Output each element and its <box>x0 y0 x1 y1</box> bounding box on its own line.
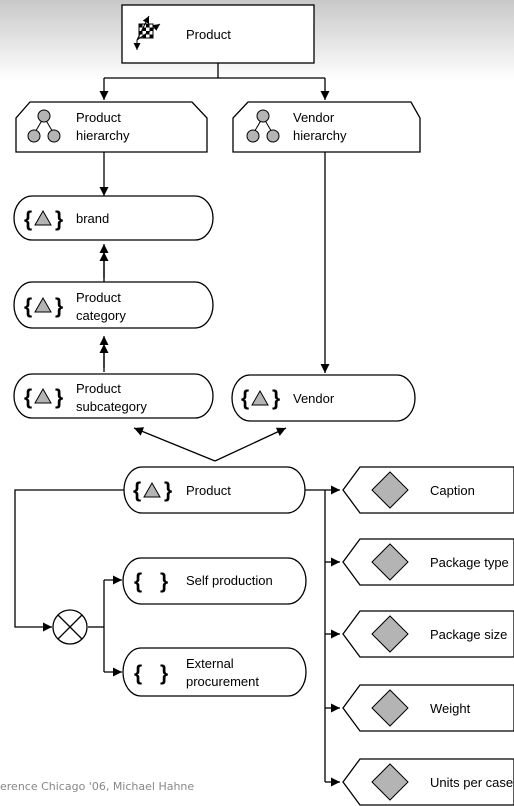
attribute-package-type: Package type <box>342 538 514 586</box>
level-icon: { } <box>24 295 63 318</box>
attribute-weight: Weight <box>342 684 514 732</box>
node-product-top: Product <box>121 4 315 64</box>
attribute-label: Package type <box>430 555 509 570</box>
node-label-line1: Vendor <box>293 110 335 125</box>
attribute-diamond-icon <box>371 471 409 509</box>
node-label-line2: procurement <box>186 674 259 689</box>
attribute-caption: Caption <box>342 466 514 514</box>
node-label: Product <box>186 483 231 498</box>
svg-text:}: } <box>164 479 172 502</box>
node-product-subcategory: { } Product subcategory <box>13 373 214 419</box>
node-brand: { } brand <box>13 195 214 241</box>
level-icon: { } <box>24 386 63 409</box>
brace-icon: { } <box>134 662 168 685</box>
connectors <box>14 63 340 787</box>
node-label-line1: Product <box>76 290 121 305</box>
node-label-line2: hierarchy <box>76 128 130 143</box>
node-product-category: { } Product category <box>13 281 214 329</box>
arrow-to-xor <box>14 489 124 632</box>
node-product-hierarchy: Product hierarchy <box>15 101 208 153</box>
svg-text:}: } <box>160 570 168 593</box>
cube-axes-icon <box>133 15 161 50</box>
attribute-label: Package size <box>430 627 507 642</box>
node-label: Self production <box>186 573 273 588</box>
level-icon: { } <box>241 387 280 410</box>
node-label-line1: Product <box>76 110 121 125</box>
node-label-line2: subcategory <box>76 399 147 414</box>
attribute-diamond-icon <box>371 689 409 727</box>
svg-text:{: { <box>24 295 32 318</box>
hierarchy-icon <box>27 109 61 143</box>
node-label-line2: hierarchy <box>293 128 347 143</box>
node-vendor-hierarchy: Vendor hierarchy <box>232 101 421 153</box>
attribute-label: Weight <box>430 701 471 716</box>
svg-text:}: } <box>55 208 63 231</box>
node-label: Product <box>186 27 231 42</box>
node-product-level: { } Product <box>123 466 306 514</box>
svg-text:{: { <box>134 570 142 593</box>
attribute-label: Caption <box>430 483 475 498</box>
svg-text:}: } <box>55 386 63 409</box>
attribute-units-per-case: Units per case <box>342 758 514 806</box>
hierarchy-icon <box>246 109 280 143</box>
node-label-line1: External <box>186 656 234 671</box>
node-label-line2: category <box>76 308 126 323</box>
svg-text:{: { <box>24 386 32 409</box>
brace-icon: { } <box>134 570 168 593</box>
node-label-line1: Product <box>76 381 121 396</box>
svg-text:{: { <box>241 387 249 410</box>
exclusive-or-icon <box>52 609 88 645</box>
level-icon: { } <box>133 479 172 502</box>
arrow-product-to-vendor <box>214 427 287 462</box>
attribute-diamond-icon <box>371 615 409 653</box>
svg-text:}: } <box>272 387 280 410</box>
svg-text:}: } <box>160 662 168 685</box>
attribute-diamond-icon <box>371 763 409 801</box>
level-icon: { } <box>24 208 63 231</box>
svg-text:}: } <box>55 295 63 318</box>
svg-text:{: { <box>24 208 32 231</box>
attribute-label: Units per case <box>430 775 513 790</box>
svg-text:{: { <box>133 479 141 502</box>
node-label: Vendor <box>293 391 335 406</box>
attribute-package-size: Package size <box>342 610 514 658</box>
svg-text:{: { <box>134 662 142 685</box>
arrow-product-to-subcategory <box>133 427 216 462</box>
node-self-production: { } Self production <box>122 557 307 605</box>
attribute-diamond-icon <box>371 543 409 581</box>
node-label: brand <box>76 211 109 226</box>
footer-text: erence Chicago '06, Michael Hahne <box>0 780 194 793</box>
node-vendor: { } Vendor <box>231 374 416 422</box>
node-external-procurement: { } External procurement <box>122 647 307 697</box>
